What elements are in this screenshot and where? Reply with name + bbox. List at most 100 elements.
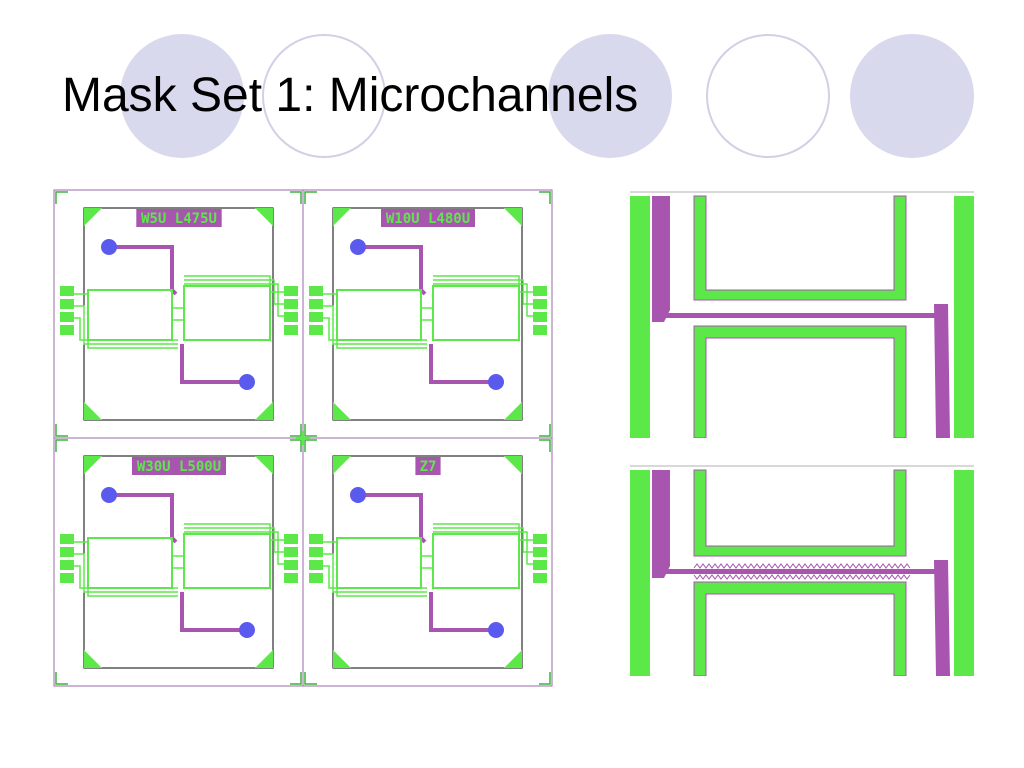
zoom-view-serrated-channel [630,464,974,676]
outlet-pad [239,622,255,638]
die-corner-triangle [84,456,102,474]
decor-circle-5 [850,34,974,158]
right-contact-pad [284,286,298,296]
outlet-trace [429,344,496,384]
cell-corner-mark [290,424,302,437]
channel-bridge [171,307,185,321]
left-contact-pad [60,560,74,570]
left-contact-pad [60,325,74,335]
upper-channel [693,195,907,301]
right-contact-pad [533,560,547,570]
mask-die: W5U L475U [55,191,302,437]
left-feeder [652,470,670,578]
die-label-background [381,209,475,227]
lower-channel [693,581,907,676]
right-rail [954,196,974,438]
inlet-pad [350,239,366,255]
outlet-pad [488,622,504,638]
left-lead-line [317,541,427,597]
die-corner-triangle [255,208,273,226]
right-lead-line [433,279,539,305]
zoom-view-straight-channel [630,190,974,438]
zoom-view-svg-2 [630,465,974,676]
microchannel [664,313,940,318]
outlet-trace [180,344,247,384]
right-lead-line [433,527,539,553]
left-contact-pad [309,299,323,309]
die-label-background [415,457,441,475]
right-contact-pad [533,573,547,583]
right-channel-block [183,285,271,341]
right-channel-block [432,285,520,341]
left-lead-line [317,553,427,593]
slide-title: Mask Set 1: Microchannels [62,69,639,122]
die-corner-triangle [504,650,522,668]
cell-corner-mark [304,191,317,204]
mask-die: W10U L480U [304,191,551,437]
left-rail [630,470,650,676]
left-contact-pad [309,325,323,335]
outlet-trace [180,592,247,632]
right-contact-pad [533,299,547,309]
die-corner-triangle [255,456,273,474]
die-corner-triangle [504,456,522,474]
inlet-pad [101,239,117,255]
right-feeder [934,560,950,676]
die-corner-triangle [84,402,102,420]
right-rail [954,470,974,676]
left-contact-pad [60,534,74,544]
outlet-trace [429,592,496,632]
right-feeder [934,304,950,438]
decor-circle-3 [548,34,672,158]
cell-corner-mark [304,439,317,452]
cell-corner-mark [290,672,302,685]
die-label: W30U L500U [137,459,221,475]
left-contact-pad [309,560,323,570]
right-contact-pad [533,286,547,296]
right-channel-block [183,533,271,589]
left-lead-line [68,541,178,597]
cell-corner-mark [55,439,68,452]
die-corner-triangle [504,208,522,226]
inlet-pad [350,487,366,503]
serrated-edge-top [693,563,911,569]
upper-channel [693,469,907,557]
right-contact-pad [533,325,547,335]
cell-corner-mark [304,424,317,437]
left-lead-line [68,553,178,593]
left-contact-pad [309,547,323,557]
cell-corner-mark [539,672,551,685]
die-label-background [132,457,226,475]
outlet-pad [239,374,255,390]
cell-corner-mark [539,439,551,452]
cell-corner-mark [539,191,551,204]
cell-corner-mark [539,424,551,437]
die-corner-triangle [255,402,273,420]
decor-circle-4 [706,34,830,158]
left-channel-block [87,289,173,341]
channel-bridge [420,307,434,321]
right-contact-pad [533,534,547,544]
right-contact-pad [284,547,298,557]
left-contact-pad [309,534,323,544]
alignment-cross [296,431,310,445]
die-label-background [136,209,222,227]
cell-corner-mark [55,424,68,437]
left-contact-pad [60,299,74,309]
channel-bridge [420,555,434,569]
cell-corner-mark [304,672,317,685]
right-contact-pad [284,560,298,570]
left-contact-pad [309,312,323,322]
die-corner-triangle [333,402,351,420]
cell-corner-mark [55,191,68,204]
outlet-pad [488,374,504,390]
inlet-trace [109,245,178,296]
left-channel-block [336,537,422,589]
cell-corner-mark [290,191,302,204]
inlet-trace [358,493,427,544]
left-lead-line [317,305,427,345]
cell-corner-mark [55,672,68,685]
die-corner-triangle [255,650,273,668]
